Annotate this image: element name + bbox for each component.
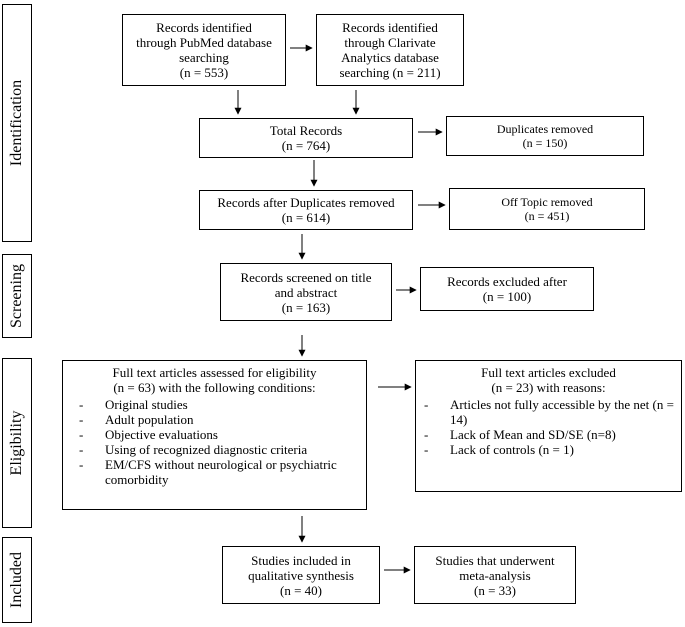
duplicates-label: Duplicates removed: [496, 122, 594, 136]
duplicates-count: (n = 150): [522, 136, 568, 150]
duplicates-removed-box: Duplicates removed (n = 150): [446, 116, 644, 156]
pubmed-line: searching: [179, 50, 229, 65]
meta-line: meta-analysis: [459, 567, 531, 583]
fulltext-excluded-box: Full text articles excluded (n = 23) wit…: [415, 360, 682, 492]
pubmed-line: Records identified: [156, 20, 252, 35]
meta-count: (n = 33): [474, 582, 516, 598]
qualitative-line: qualitative synthesis: [248, 567, 354, 583]
list-item: Using of recognized diagnostic criteria: [77, 442, 356, 457]
list-item: Articles not fully accessible by the net…: [422, 397, 675, 427]
total-records-box: Total Records (n = 764): [199, 118, 413, 158]
clarivate-line: Analytics database: [341, 50, 439, 65]
after-duplicates-count: (n = 614): [281, 210, 331, 225]
clarivate-line: Records identified: [342, 20, 438, 35]
screened-line: Records screened on title: [240, 269, 372, 285]
total-count: (n = 764): [281, 138, 331, 153]
total-label: Total Records: [269, 123, 343, 138]
qualitative-synthesis-box: Studies included in qualitative synthesi…: [222, 546, 380, 604]
screened-count: (n = 163): [281, 299, 331, 315]
meta-line: Studies that underwent: [435, 552, 555, 568]
records-excluded-box: Records excluded after (n = 100): [420, 267, 594, 311]
fulltext-count: (n = 63) with the following conditions:: [113, 380, 316, 395]
list-item: Adult population: [77, 412, 356, 427]
stage-screening: Screening: [2, 254, 32, 338]
clarivate-line: through Clarivate: [344, 35, 436, 50]
stage-identification: Identification: [2, 4, 32, 242]
clarivate-count: searching (n = 211): [339, 65, 441, 80]
ft-excluded-title: Full text articles excluded: [481, 365, 616, 380]
exclusion-reasons-list: Articles not fully accessible by the net…: [422, 397, 675, 457]
pubmed-line: through PubMed database: [136, 35, 272, 50]
meta-analysis-box: Studies that underwent meta-analysis (n …: [414, 546, 576, 604]
fulltext-title: Full text articles assessed for eligibil…: [112, 365, 317, 380]
list-item: Lack of controls (n = 1): [422, 442, 675, 457]
eligibility-conditions-list: Original studies Adult population Object…: [77, 397, 356, 487]
pubmed-records-box: Records identified through PubMed databa…: [122, 14, 286, 86]
list-item: EM/CFS without neurological or psychiatr…: [77, 457, 356, 487]
ft-excluded-count: (n = 23) with reasons:: [491, 380, 606, 395]
records-screened-box: Records screened on title and abstract (…: [220, 263, 392, 321]
clarivate-records-box: Records identified through Clarivate Ana…: [316, 14, 464, 86]
fulltext-assessed-box: Full text articles assessed for eligibil…: [62, 360, 367, 510]
list-item: Lack of Mean and SD/SE (n=8): [422, 427, 675, 442]
pubmed-count: (n = 553): [179, 65, 229, 80]
list-item: Objective evaluations: [77, 427, 356, 442]
after-duplicates-box: Records after Duplicates removed (n = 61…: [199, 190, 413, 230]
list-item: Original studies: [77, 397, 356, 412]
excluded-count: (n = 100): [482, 289, 532, 304]
stage-eligibility: Eligibility: [2, 358, 32, 528]
after-duplicates-label: Records after Duplicates removed: [217, 195, 395, 210]
qualitative-count: (n = 40): [280, 582, 322, 598]
off-topic-count: (n = 451): [524, 209, 570, 223]
screened-line: and abstract: [274, 284, 338, 300]
excluded-label: Records excluded after: [447, 274, 567, 289]
off-topic-label: Off Topic removed: [501, 195, 593, 209]
off-topic-removed-box: Off Topic removed (n = 451): [449, 188, 645, 230]
stage-included: Included: [2, 537, 32, 623]
qualitative-line: Studies included in: [251, 552, 351, 568]
